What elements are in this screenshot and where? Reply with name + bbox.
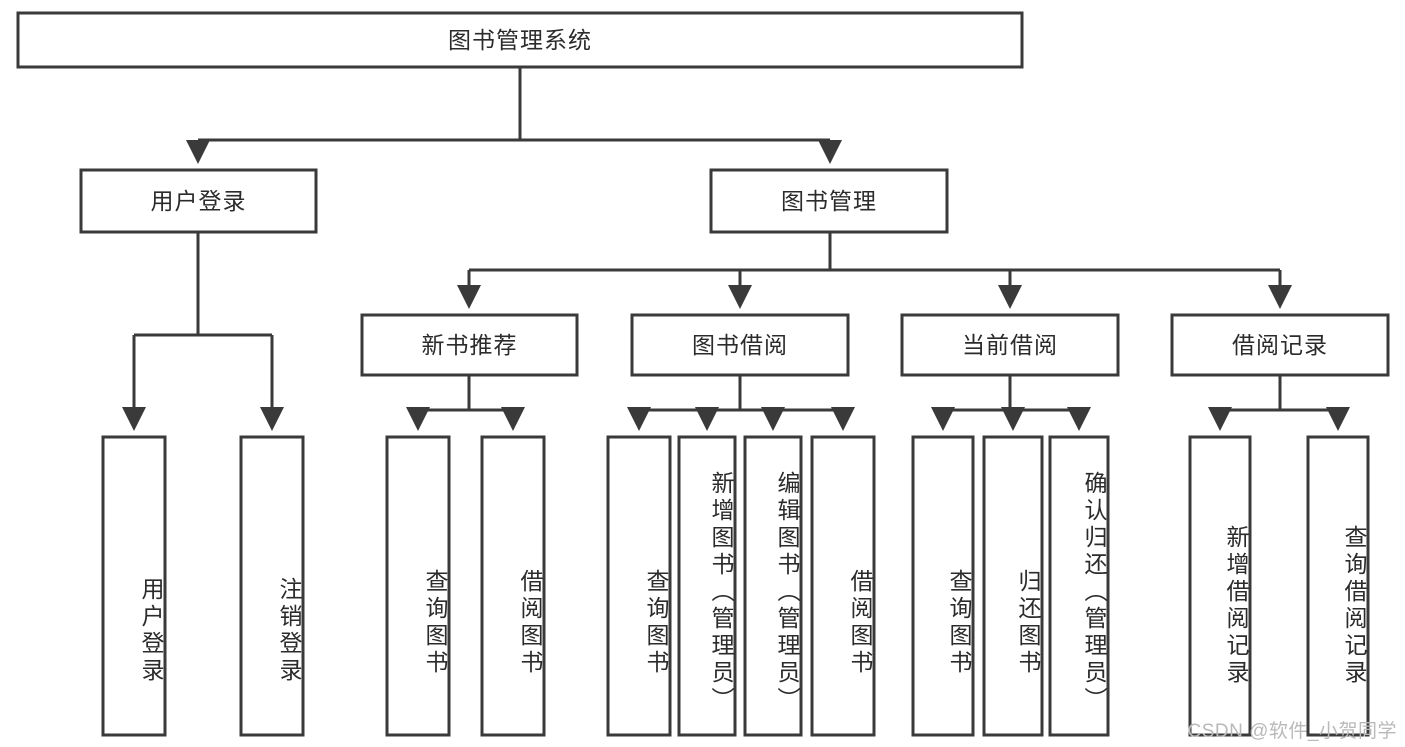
leaf-add-book-box[interactable] xyxy=(677,435,737,737)
leaf-user-login-box[interactable] xyxy=(101,435,167,737)
node-borrow-record[interactable] xyxy=(1172,315,1388,375)
leaf-query-book-1-box[interactable] xyxy=(385,435,451,737)
leaf-query-record-box[interactable] xyxy=(1306,435,1370,737)
leaf-borrow-book-1-box[interactable] xyxy=(480,435,546,737)
node-book-manage[interactable] xyxy=(711,170,947,232)
leaf-borrow-book-2-box[interactable] xyxy=(810,435,876,737)
node-root-box[interactable] xyxy=(16,11,1024,69)
node-book-borrow[interactable] xyxy=(632,315,848,375)
leaf-query-book-2-box[interactable] xyxy=(606,435,672,737)
node-root[interactable] xyxy=(18,13,1022,67)
node-current-borrow-box[interactable] xyxy=(900,313,1120,377)
leaf-return-book-box[interactable] xyxy=(982,435,1044,737)
leaf-add-record-box[interactable] xyxy=(1188,435,1252,737)
leaf-edit-book-box[interactable] xyxy=(743,435,803,737)
leaf-query-book-3-box[interactable] xyxy=(911,435,975,737)
leaf-confirm-return-box[interactable] xyxy=(1048,435,1110,737)
node-current-borrow[interactable] xyxy=(902,315,1118,375)
node-new-book-recommend-box[interactable] xyxy=(360,313,579,377)
node-user-login-box[interactable] xyxy=(79,168,318,234)
leaf-logout-box[interactable] xyxy=(239,435,305,737)
node-user-login[interactable] xyxy=(81,170,316,232)
node-new-book-recommend[interactable] xyxy=(362,315,577,375)
